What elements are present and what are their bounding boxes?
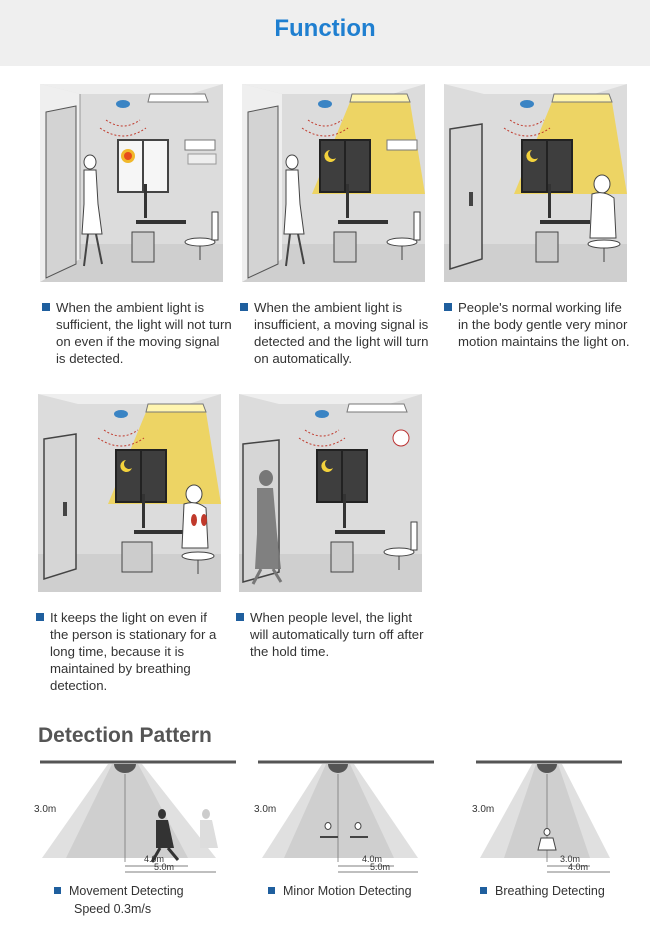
- caption-2: When the ambient light is insufficient, …: [240, 299, 430, 367]
- height-label: 3.0m: [472, 804, 495, 815]
- detection-pattern-movement: 3.0m 4.0m 5.0m: [34, 758, 238, 876]
- scene-dark-motion-on: [242, 84, 425, 282]
- bullet-icon: [42, 303, 50, 311]
- scene-person-leaving: [239, 394, 422, 592]
- scene-stationary-breathing: [38, 394, 221, 592]
- scene-working-minor-motion: [444, 84, 627, 282]
- caption-4: It keeps the light on even if the person…: [36, 609, 226, 694]
- range-outer-label: 5.0m: [370, 862, 391, 872]
- header-banner: [0, 0, 650, 66]
- pattern-label-breathing: Breathing Detecting: [480, 884, 605, 898]
- caption-3: People's normal working life in the body…: [444, 299, 634, 350]
- bullet-icon: [444, 303, 452, 311]
- height-label: 3.0m: [254, 804, 277, 815]
- range-outer-label: 4.0m: [568, 862, 589, 872]
- detection-pattern-breathing: 3.0m 3.0m 4.0m: [472, 758, 624, 876]
- height-label: 3.0m: [34, 804, 57, 815]
- section-title: Detection Pattern: [38, 724, 212, 747]
- bullet-icon: [54, 887, 61, 894]
- pattern-label-minor-motion: Minor Motion Detecting: [268, 884, 412, 898]
- pattern-label-movement: Movement Detecting: [54, 884, 184, 898]
- caption-5: When people level, the light will automa…: [236, 609, 426, 660]
- scene-daylight-walking: [40, 84, 223, 282]
- page-title: Function: [274, 15, 376, 42]
- range-inner-label: 4.0m: [144, 854, 165, 864]
- pattern-sublabel-speed: Speed 0.3m/s: [74, 902, 152, 916]
- range-inner-label: 3.0m: [560, 854, 581, 864]
- range-inner-label: 4.0m: [362, 854, 383, 864]
- bullet-icon: [268, 887, 275, 894]
- bullet-icon: [240, 303, 248, 311]
- bullet-icon: [480, 887, 487, 894]
- range-outer-label: 5.0m: [154, 862, 175, 872]
- caption-1: When the ambient light is sufficient, th…: [42, 299, 232, 367]
- detection-pattern-minor-motion: 3.0m 4.0m 5.0m: [254, 758, 436, 876]
- bullet-icon: [36, 613, 44, 621]
- bullet-icon: [236, 613, 244, 621]
